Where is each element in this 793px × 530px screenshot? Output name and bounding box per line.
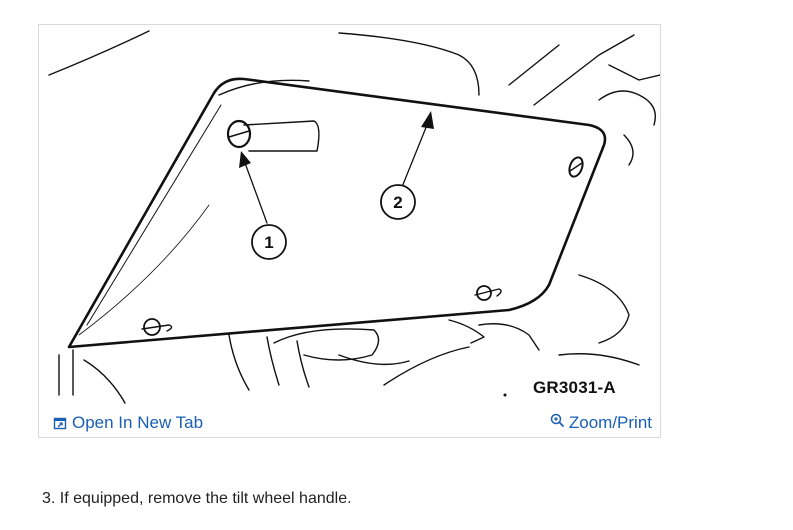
arrow-head-1 [239,151,251,168]
step-instruction: 3. If equipped, remove the tilt wheel ha… [42,490,352,507]
arrow-head-2 [421,111,434,129]
magnifier-plus-icon [550,413,564,427]
open-in-new-tab-label: Open In New Tab [72,413,204,432]
open-in-new-tab-icon [53,417,67,430]
zoom-print-link[interactable]: Zoom/Print [550,413,652,433]
open-in-new-tab-link[interactable]: Open In New Tab [53,413,203,433]
figure-code: GR3031-A [533,378,616,397]
zoom-print-label: Zoom/Print [568,413,652,432]
stray-dot [503,393,507,397]
callout-1-circle [251,224,287,260]
figure-frame: 1 2 GR3031-A Open In New Tab Zoom/Print [38,24,661,438]
callout-2-circle [380,184,416,220]
panel-diagram: 1 2 [48,30,660,404]
callout-2-label: 2 [393,193,402,212]
callout-1-label: 1 [264,233,273,252]
